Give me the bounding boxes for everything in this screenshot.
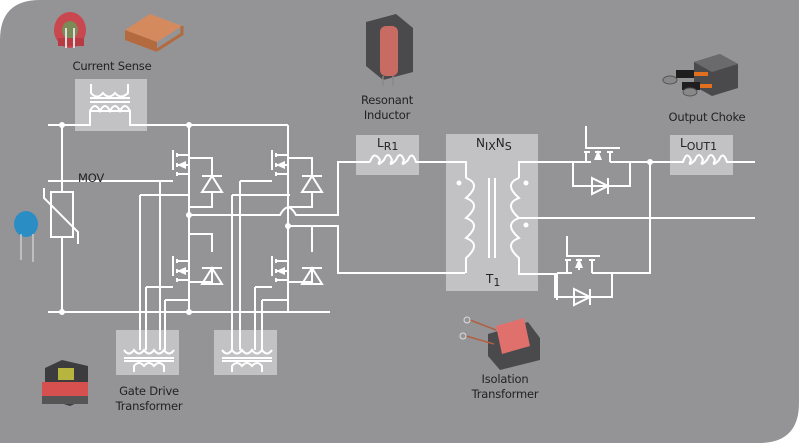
diode-rh <box>300 174 324 193</box>
gate-wire-5 <box>164 299 288 350</box>
junction-dot <box>59 309 65 315</box>
t1-core <box>488 178 496 258</box>
junction-dot <box>186 122 192 128</box>
t1-x: X <box>488 140 496 153</box>
junction-dot <box>59 122 65 128</box>
current-sense-secondary <box>90 84 129 98</box>
gate-drive-transformer-label-line2: Transformer <box>115 399 183 413</box>
t1-tap-dot <box>523 222 529 228</box>
t1-primary-dot <box>456 180 462 186</box>
junction-dot <box>186 212 192 218</box>
mov-symbol <box>50 191 74 238</box>
filled-marks <box>59 122 653 315</box>
isolation-transformer-label-line1: Isolation <box>481 372 529 386</box>
t1-designator: T1 <box>486 272 500 289</box>
gate-drive-transformer-label-line1: Gate Drive <box>119 384 179 398</box>
gd2-core <box>222 357 272 362</box>
isolation-transformer-icon <box>459 316 540 370</box>
lout1-coil <box>670 154 755 165</box>
mov-slash <box>43 188 79 244</box>
right-leg-top <box>287 125 313 208</box>
gate-wire-3 <box>231 180 290 350</box>
current-sense-shunt-icon <box>125 14 184 52</box>
resonant-inductor-label-line1: Resonant <box>360 93 414 107</box>
isolation-transformer-label-line2: Transformer <box>471 387 539 401</box>
sr-bot-arrow <box>575 258 583 268</box>
mosfet-lh-arrow <box>177 161 186 169</box>
output-choke-icon <box>662 54 738 97</box>
t1-sub: 1 <box>493 276 501 289</box>
right-midpoint-wire <box>288 225 465 274</box>
gd1-secondary <box>123 348 175 355</box>
current-sense-label: Current Sense <box>72 59 152 73</box>
sr-bot-diode-loop <box>554 273 613 298</box>
junction-dot <box>285 223 291 229</box>
left-midpoint-wire <box>189 161 370 216</box>
lout1-sub: OUT1 <box>686 140 718 153</box>
gate-wire-1 <box>48 180 189 350</box>
sr-bot-diode <box>573 287 593 307</box>
diode-lh <box>200 174 224 193</box>
resonant-inductor-label-line2: Inductor <box>363 108 411 122</box>
current-sense-toroid-icon <box>54 12 86 48</box>
lr1-sub: R1 <box>383 140 399 153</box>
junction-dot <box>186 309 192 315</box>
sr-top-diode <box>591 176 611 196</box>
gate-wire-4 <box>254 286 272 350</box>
resonant-inductor-label: Resonant Inductor <box>347 93 427 123</box>
lr1-coil <box>369 154 467 178</box>
lout1-main: L <box>680 136 687 150</box>
t1-s2: S <box>504 140 512 153</box>
gate-wire-2 <box>145 286 173 350</box>
isolation-transformer-label: Isolation Transformer <box>460 372 550 402</box>
lr1-main: L <box>377 136 384 150</box>
mosfet-ll-arrow <box>177 267 186 275</box>
t1-secondary-top <box>518 161 560 178</box>
t1-s1: I <box>484 140 489 153</box>
current-sense-primary <box>89 105 131 114</box>
resonant-inductor-icon <box>366 14 413 86</box>
t1-turns-ratio: NIXNS <box>476 136 512 153</box>
current-sense-core <box>90 97 130 103</box>
mosfet-rh-arrow <box>276 161 285 169</box>
t1-primary <box>464 177 475 273</box>
gate-drive-transformer-icon <box>42 360 88 406</box>
diode-rl <box>300 266 324 285</box>
t1-main: T <box>486 272 494 286</box>
left-leg-mid <box>188 207 213 283</box>
gd1-core <box>124 357 174 362</box>
t1-secondary-dot <box>523 180 529 186</box>
sr-top-diode-loop <box>572 162 631 187</box>
t1-n2: N <box>495 136 505 150</box>
mosfet-rl-arrow <box>276 267 285 275</box>
lr1-designator: LR1 <box>377 136 398 153</box>
gd2-secondary <box>221 348 273 355</box>
gate-drive-transformer-label: Gate Drive Transformer <box>104 384 194 414</box>
mov-disc-icon <box>14 211 38 262</box>
t1-n1: N <box>476 136 485 150</box>
mov-label: MOV <box>78 171 105 185</box>
current-sense-box <box>75 79 147 131</box>
gd2-primary <box>231 362 263 372</box>
wires <box>43 84 755 372</box>
sr-top-arrow <box>594 150 602 160</box>
lout1-designator: LOUT1 <box>680 136 717 153</box>
output-choke-label: Output Choke <box>668 110 746 124</box>
diode-ll <box>200 266 224 285</box>
isolation-transformer-box <box>446 134 538 291</box>
t1-secondary <box>510 177 558 300</box>
junction-dot <box>647 159 653 165</box>
gd1-primary <box>133 362 165 372</box>
